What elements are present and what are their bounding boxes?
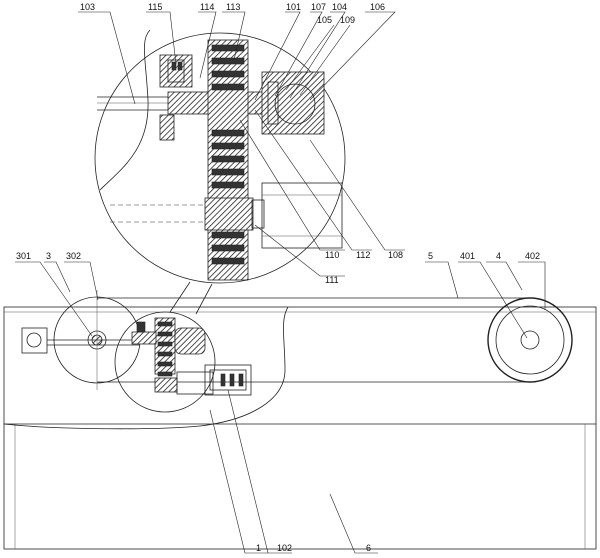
label-302: 302: [66, 251, 81, 261]
label-107: 107: [311, 2, 326, 12]
small-detail-circle: [114, 311, 252, 413]
detail-connector-left: [169, 281, 191, 313]
label-112: 112: [356, 250, 370, 260]
label-103: 103: [80, 2, 95, 12]
label-3: 3: [46, 251, 51, 261]
label-105: 105: [317, 15, 332, 25]
label-101: 101: [286, 2, 301, 12]
label-104: 104: [332, 2, 347, 12]
right-pulley: [487, 297, 573, 383]
label-102: 102: [277, 543, 292, 553]
label-402: 402: [525, 251, 540, 261]
left-bearing-box: [21, 327, 140, 354]
label-110: 110: [325, 250, 339, 260]
base-frame: [3, 306, 597, 550]
label-115: 115: [148, 2, 162, 12]
detail-connector-right: [195, 283, 213, 315]
label-109: 109: [340, 15, 355, 25]
leader-lines: [15, 11, 546, 554]
label-5: 5: [428, 251, 433, 261]
label-4: 4: [496, 251, 501, 261]
part-labels: 103 115 114 113 101 107 104 106 105 109 …: [16, 2, 540, 553]
large-detail-circle: [94, 29, 346, 284]
label-301: 301: [16, 251, 31, 261]
label-108: 108: [388, 250, 403, 260]
label-106: 106: [370, 2, 385, 12]
label-113: 113: [226, 2, 240, 12]
label-1: 1: [256, 543, 261, 553]
label-111: 111: [325, 275, 339, 285]
label-114: 114: [200, 2, 214, 12]
label-6: 6: [366, 543, 371, 553]
label-401: 401: [460, 251, 475, 261]
